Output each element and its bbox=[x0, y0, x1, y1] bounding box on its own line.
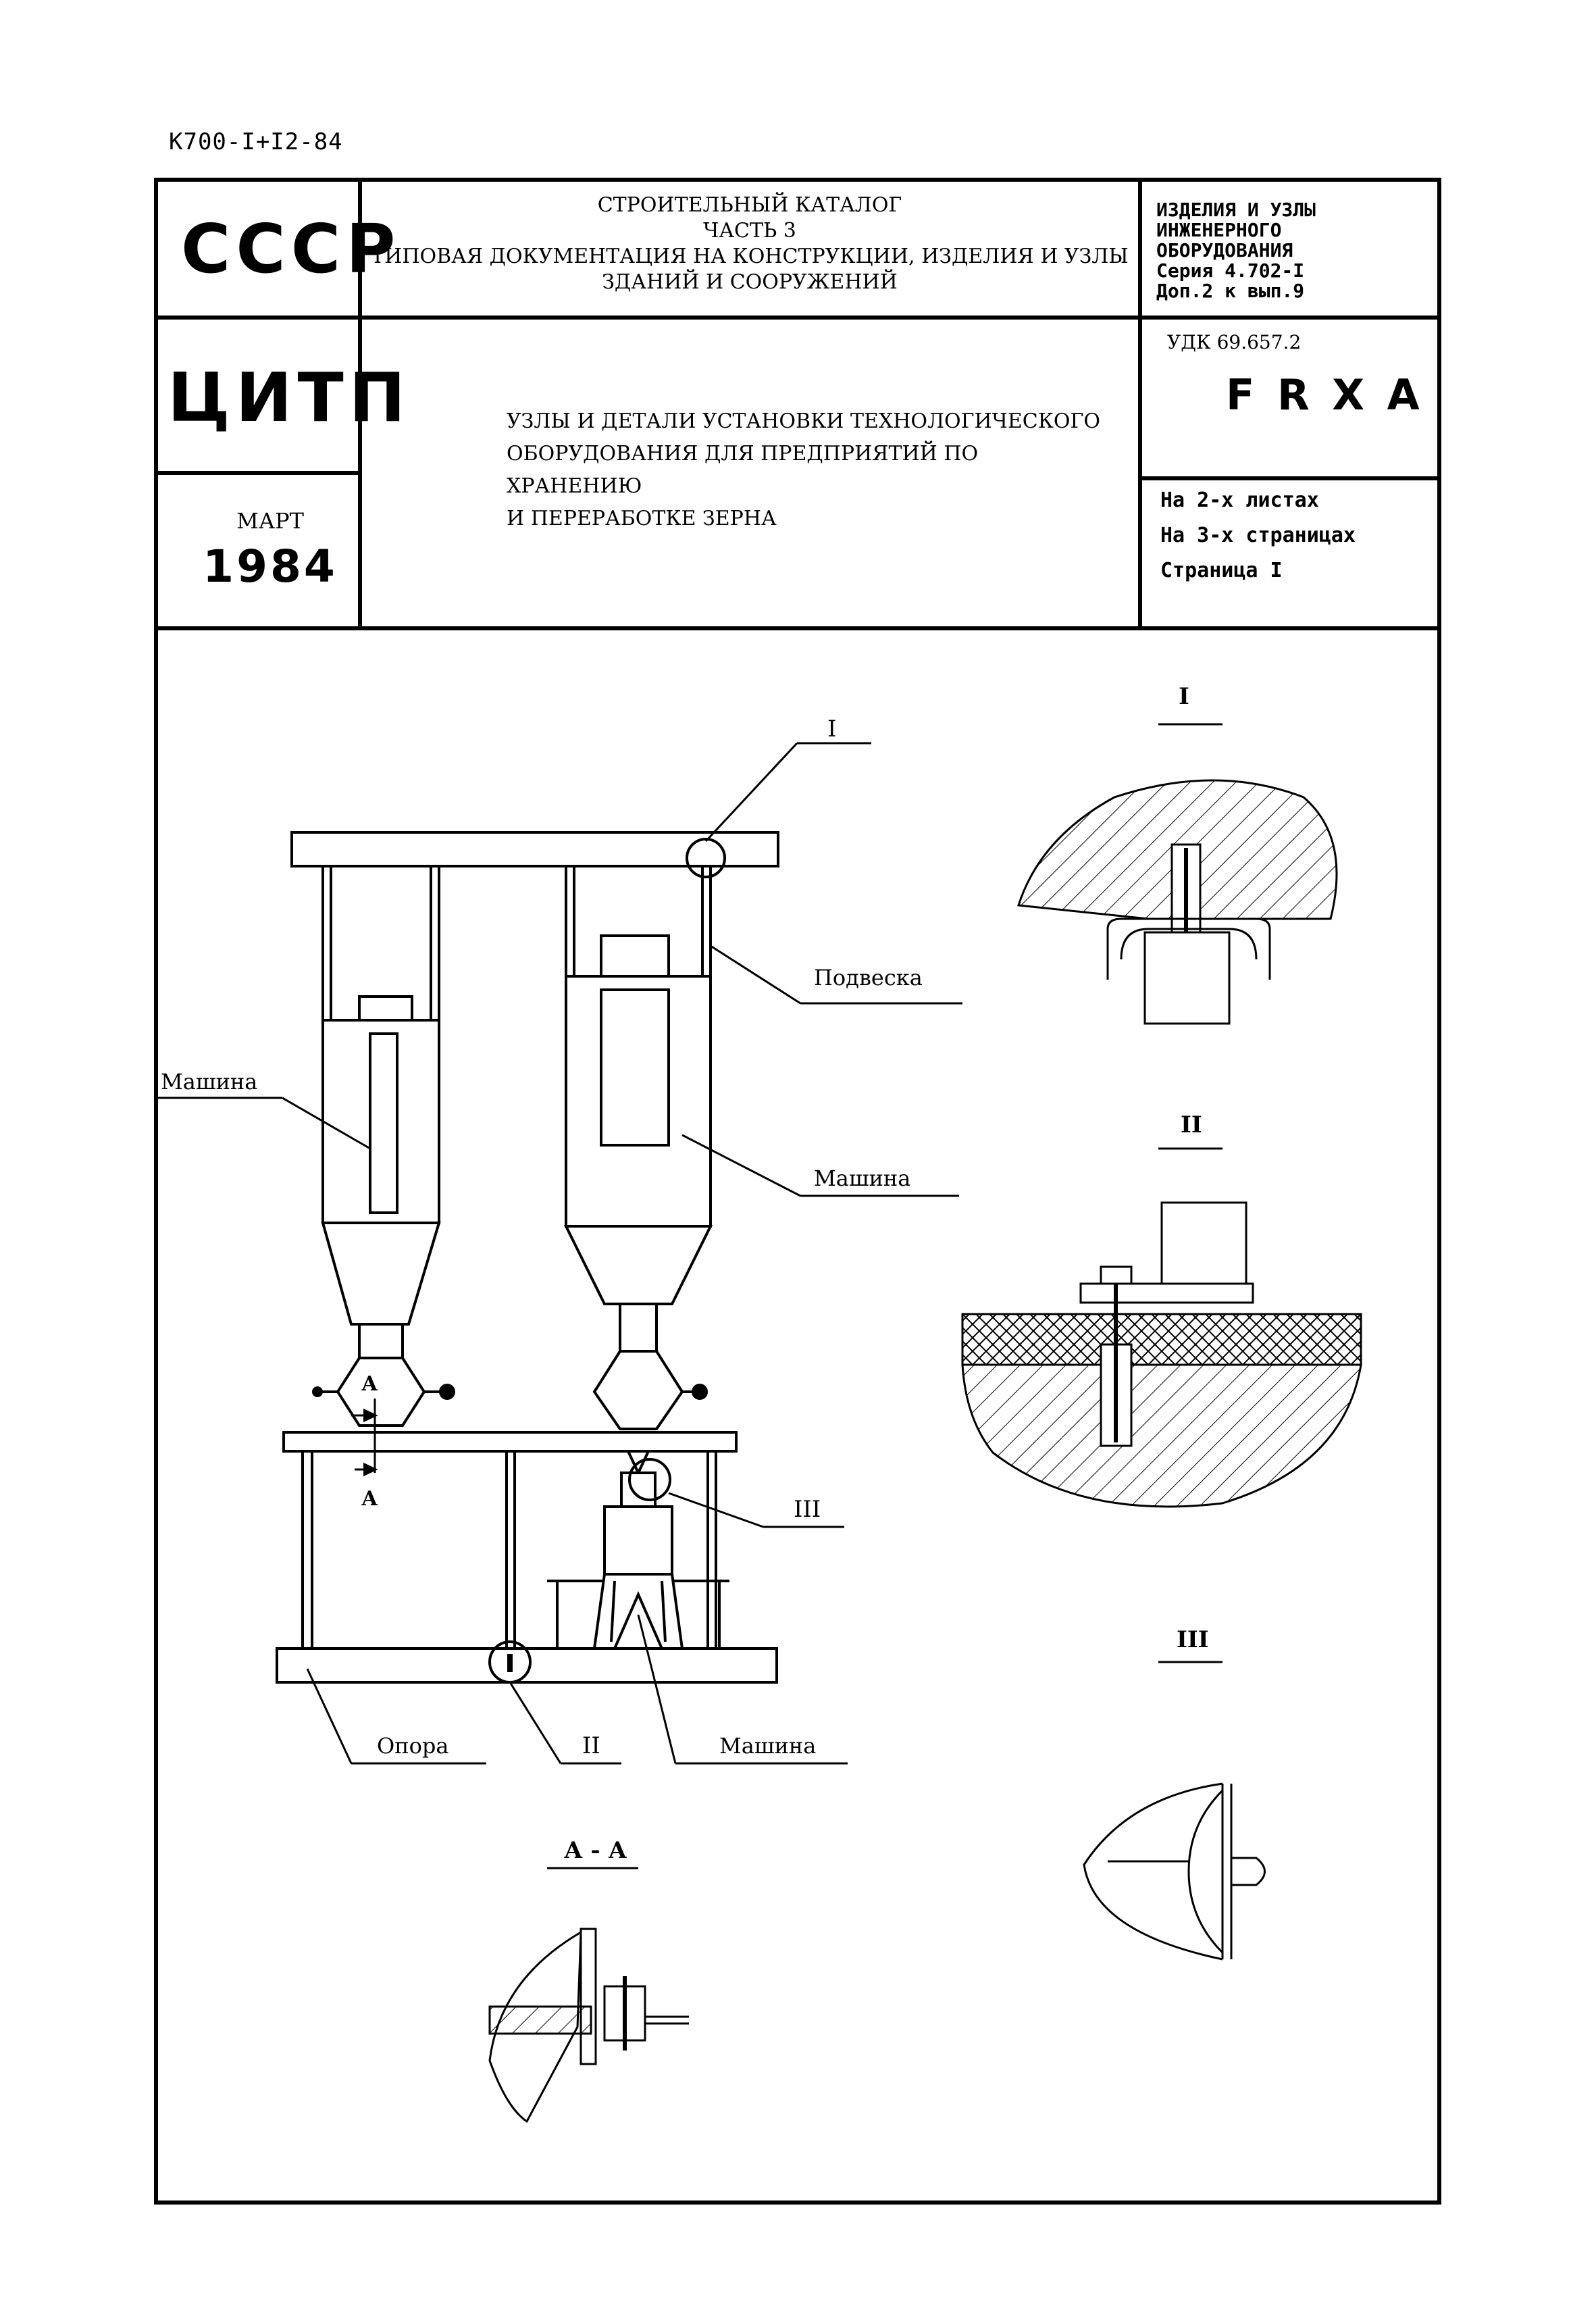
leader-lines bbox=[155, 742, 962, 1765]
subject-line1: УЗЛЫ И ДЕТАЛИ УСТАНОВКИ ТЕХНОЛОГИЧЕСКОГО bbox=[507, 409, 1100, 433]
label-mashina-left: Машина bbox=[161, 1069, 257, 1095]
detail-2-title: II bbox=[1181, 1111, 1202, 1138]
title-block-grid bbox=[154, 178, 1441, 630]
label-podveska: Подвеска bbox=[814, 965, 923, 990]
sheet-info: На 2-х листах На 3-х страницах Страница … bbox=[1160, 483, 1431, 588]
year-label: 1984 bbox=[203, 540, 338, 593]
label-node-1: I bbox=[827, 715, 836, 743]
label-node-3: III bbox=[794, 1496, 821, 1523]
series-block: ИЗДЕЛИЯ И УЗЛЫ ИНЖЕНЕРНОГО ОБОРУДОВАНИЯ … bbox=[1156, 200, 1426, 301]
pages-count: На 3-х страницах bbox=[1160, 524, 1356, 547]
label-mashina-bottom: Машина bbox=[719, 1733, 816, 1759]
label-node-2: II bbox=[582, 1732, 600, 1759]
catalog-title-line2: ЧАСТЬ 3 bbox=[703, 219, 796, 243]
subject-title: УЗЛЫ И ДЕТАЛИ УСТАНОВКИ ТЕХНОЛОГИЧЕСКОГО… bbox=[507, 405, 1114, 535]
document-code: К700-I+I2-84 bbox=[169, 128, 343, 155]
month-label: МАРТ bbox=[236, 508, 304, 534]
series-line3: ОБОРУДОВАНИЯ bbox=[1156, 239, 1293, 261]
detail-3-title: III bbox=[1177, 1626, 1209, 1653]
detail-2-drawing bbox=[961, 1201, 1362, 1508]
udk-label: УДК 69.657.2 bbox=[1167, 331, 1302, 353]
citp-label: ЦИТП bbox=[168, 358, 411, 437]
label-opora: Опора bbox=[377, 1733, 448, 1759]
series-line2: ИНЖЕНЕРНОГО bbox=[1156, 219, 1282, 241]
subject-line3: И ПЕРЕРАБОТКЕ ЗЕРНА bbox=[507, 507, 777, 530]
sheets-count: На 2-х листах bbox=[1160, 488, 1319, 512]
section-mark-top: А bbox=[361, 1372, 378, 1396]
page-number: Страница I bbox=[1160, 559, 1283, 582]
section-aa-detail bbox=[488, 1928, 689, 2123]
catalog-title: СТРОИТЕЛЬНЫЙ КАТАЛОГ ЧАСТЬ 3 ТИПОВАЯ ДОК… bbox=[361, 193, 1138, 295]
catalog-title-line1: СТРОИТЕЛЬНЫЙ КАТАЛОГ bbox=[597, 193, 902, 217]
series-line4: Серия 4.702-I bbox=[1156, 259, 1305, 282]
code-letters: F R X A bbox=[1226, 370, 1424, 420]
catalog-title-line3: ТИПОВАЯ ДОКУМЕНТАЦИЯ НА КОНСТРУКЦИИ, ИЗД… bbox=[371, 245, 1129, 268]
series-line5: Доп.2 к вып.9 bbox=[1156, 280, 1305, 302]
detail-3-drawing bbox=[1083, 1782, 1266, 1961]
series-line1: ИЗДЕЛИЯ И УЗЛЫ bbox=[1156, 199, 1316, 221]
label-mashina-right: Машина bbox=[814, 1165, 910, 1191]
main-assembly bbox=[276, 831, 779, 1684]
section-mark-bottom: А bbox=[361, 1487, 378, 1511]
catalog-title-line4: ЗДАНИЙ И СООРУЖЕНИЙ bbox=[602, 270, 898, 294]
title-block-frame bbox=[154, 178, 1441, 2205]
subject-line2: ОБОРУДОВАНИЯ ДЛЯ ПРЕДПРИЯТИЙ ПО ХРАНЕНИЮ bbox=[507, 442, 979, 498]
section-aa-title: А - А bbox=[564, 1837, 627, 1864]
detail-1-title: I bbox=[1179, 683, 1189, 710]
detail-1-drawing bbox=[1017, 779, 1338, 1025]
